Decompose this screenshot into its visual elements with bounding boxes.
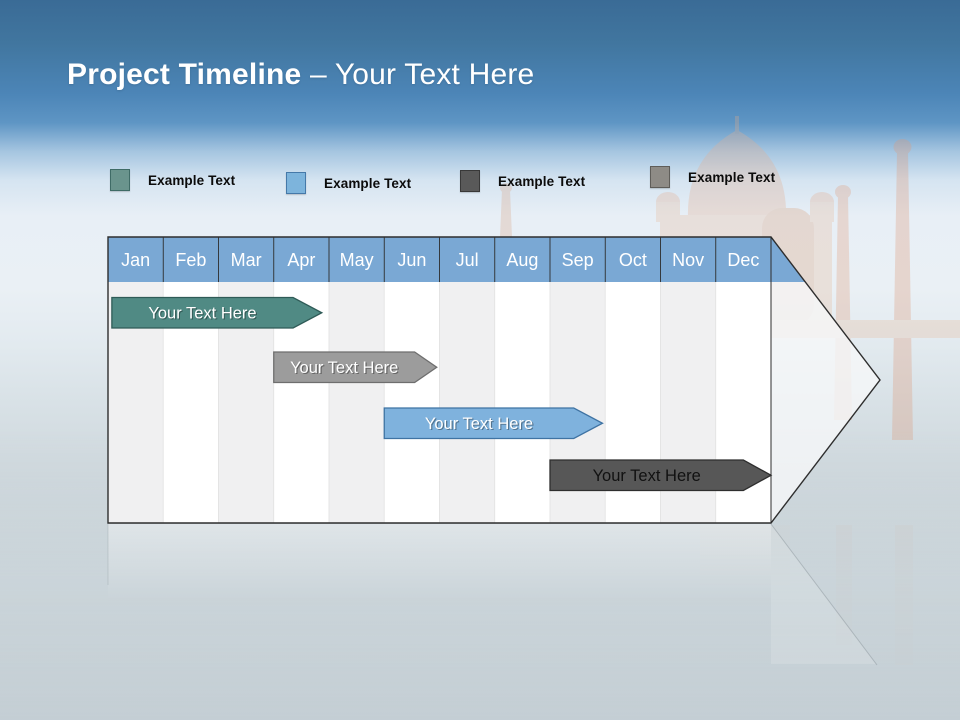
timeline-bar[interactable] (549, 459, 773, 492)
timeline-bar-label[interactable]: Your Text Here (593, 467, 701, 485)
title-main-text: Project Timeline (67, 58, 302, 91)
legend-swatch-darkgray (460, 170, 480, 192)
timeline-bar-label[interactable]: Your Text Here (148, 304, 256, 322)
month-column (439, 237, 496, 523)
timeline-arrow-outline (107, 236, 881, 524)
reflection-diagonal-line (770, 523, 878, 666)
legend-item-gray[interactable]: Example Text (650, 166, 775, 188)
timeline-bar-label-shadow: Your Text Here (150, 305, 258, 323)
month-label[interactable]: Jul (456, 250, 479, 270)
timeline-bar[interactable] (383, 407, 604, 440)
month-column (494, 237, 551, 523)
legend-swatch-gray (650, 166, 670, 188)
month-label[interactable]: Nov (672, 250, 704, 270)
legend-label: Example Text (688, 169, 776, 185)
chart-reflection (108, 524, 771, 602)
legend-swatch-blue (286, 172, 306, 194)
legend-label: Example Text (498, 173, 586, 189)
legend-label: Example Text (324, 175, 412, 191)
month-label[interactable]: Aug (506, 250, 538, 270)
slide-title[interactable]: Project Timeline – Your Text Here (67, 58, 534, 92)
month-label[interactable]: Sep (562, 250, 594, 270)
month-label[interactable]: Feb (175, 250, 206, 270)
timeline-bar-label-shadow: Your Text Here (426, 416, 534, 434)
month-label[interactable]: Mar (231, 250, 262, 270)
legend-item-darkgray[interactable]: Example Text (460, 170, 585, 192)
legend-swatch-teal (110, 169, 130, 191)
month-label[interactable]: Jun (397, 250, 426, 270)
legend-item-teal[interactable]: Example Text (110, 169, 235, 191)
title-placeholder-text: – Your Text Here (309, 58, 535, 91)
month-label[interactable]: Dec (727, 250, 759, 270)
timeline-bar-label[interactable]: Your Text Here (425, 415, 533, 433)
timeline-bar[interactable] (111, 296, 324, 329)
timeline-bar-label-shadow: Your Text Here (291, 360, 399, 378)
timeline-bar[interactable] (273, 351, 438, 384)
month-label[interactable]: Apr (287, 250, 315, 270)
timeline-bar-label[interactable]: Your Text Here (290, 359, 398, 377)
month-header-band (108, 237, 831, 282)
month-label[interactable]: Oct (619, 250, 647, 270)
month-column (162, 237, 219, 523)
month-label[interactable]: May (340, 250, 374, 270)
month-column (108, 237, 164, 523)
month-label[interactable]: Jan (121, 250, 150, 270)
legend-label: Example Text (148, 172, 236, 188)
legend-item-blue[interactable]: Example Text (286, 172, 411, 194)
